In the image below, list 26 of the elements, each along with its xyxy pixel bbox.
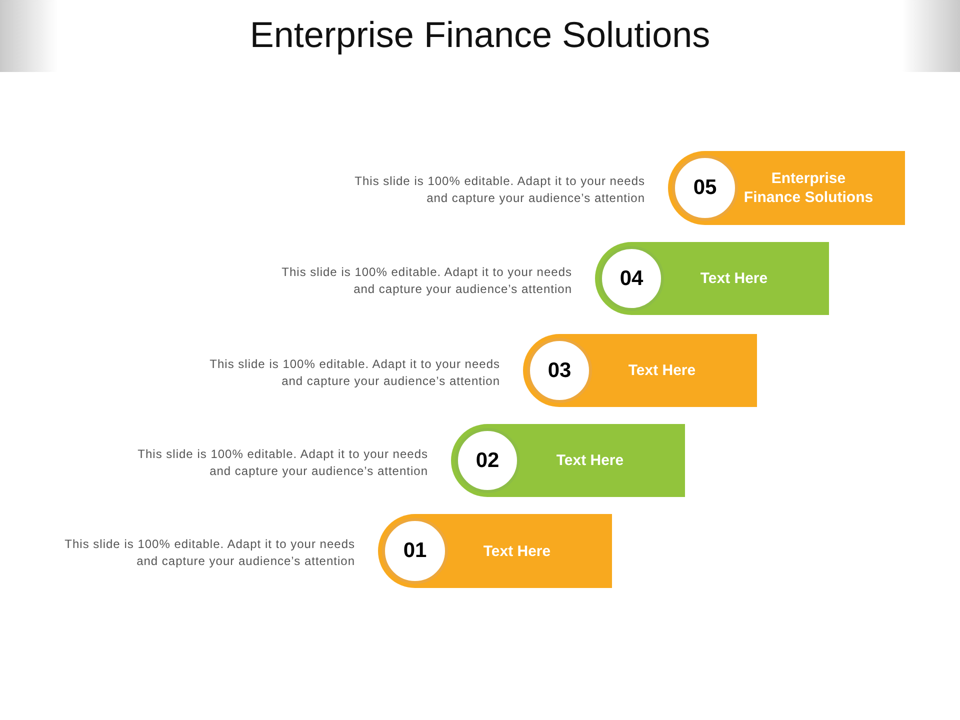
number-circle: [527, 338, 592, 403]
step-bar: [451, 424, 685, 497]
step-label: Text Here: [628, 361, 696, 380]
step-number: 01: [403, 539, 427, 563]
step-number: 05: [693, 176, 717, 200]
step-label: Text Here: [483, 542, 551, 560]
step-bar: [378, 514, 612, 588]
description-text: This slide is 100% editable. Adapt it to your needs and capture your audience’s attention: [208, 356, 500, 390]
description-text: This slide is 100% editable. Adapt it to your needs and capture your audience’s attention: [64, 536, 355, 570]
step-bar: [668, 151, 905, 225]
step-number: 02: [476, 448, 500, 472]
step-number: 03: [548, 358, 572, 382]
number-circle: [382, 518, 448, 584]
step-number: 04: [620, 266, 644, 290]
title: Enterprise Finance Solutions: [250, 14, 710, 56]
step-bar: [523, 334, 757, 407]
step-label: Enterprise Finance Solutions: [742, 169, 874, 207]
step-bar: [595, 242, 829, 315]
step-label: Text Here: [556, 451, 624, 470]
number-circle: [672, 155, 738, 221]
number-circle: [599, 246, 664, 311]
number-circle: [455, 428, 520, 493]
step-label: Text Here: [700, 269, 768, 288]
description-text: This slide is 100% editable. Adapt it to your needs and capture your audience’s attention: [354, 173, 645, 207]
description-text: This slide is 100% editable. Adapt it to your needs and capture your audience’s attention: [280, 264, 572, 298]
description-text: This slide is 100% editable. Adapt it to your needs and capture your audience’s attention: [136, 446, 428, 480]
